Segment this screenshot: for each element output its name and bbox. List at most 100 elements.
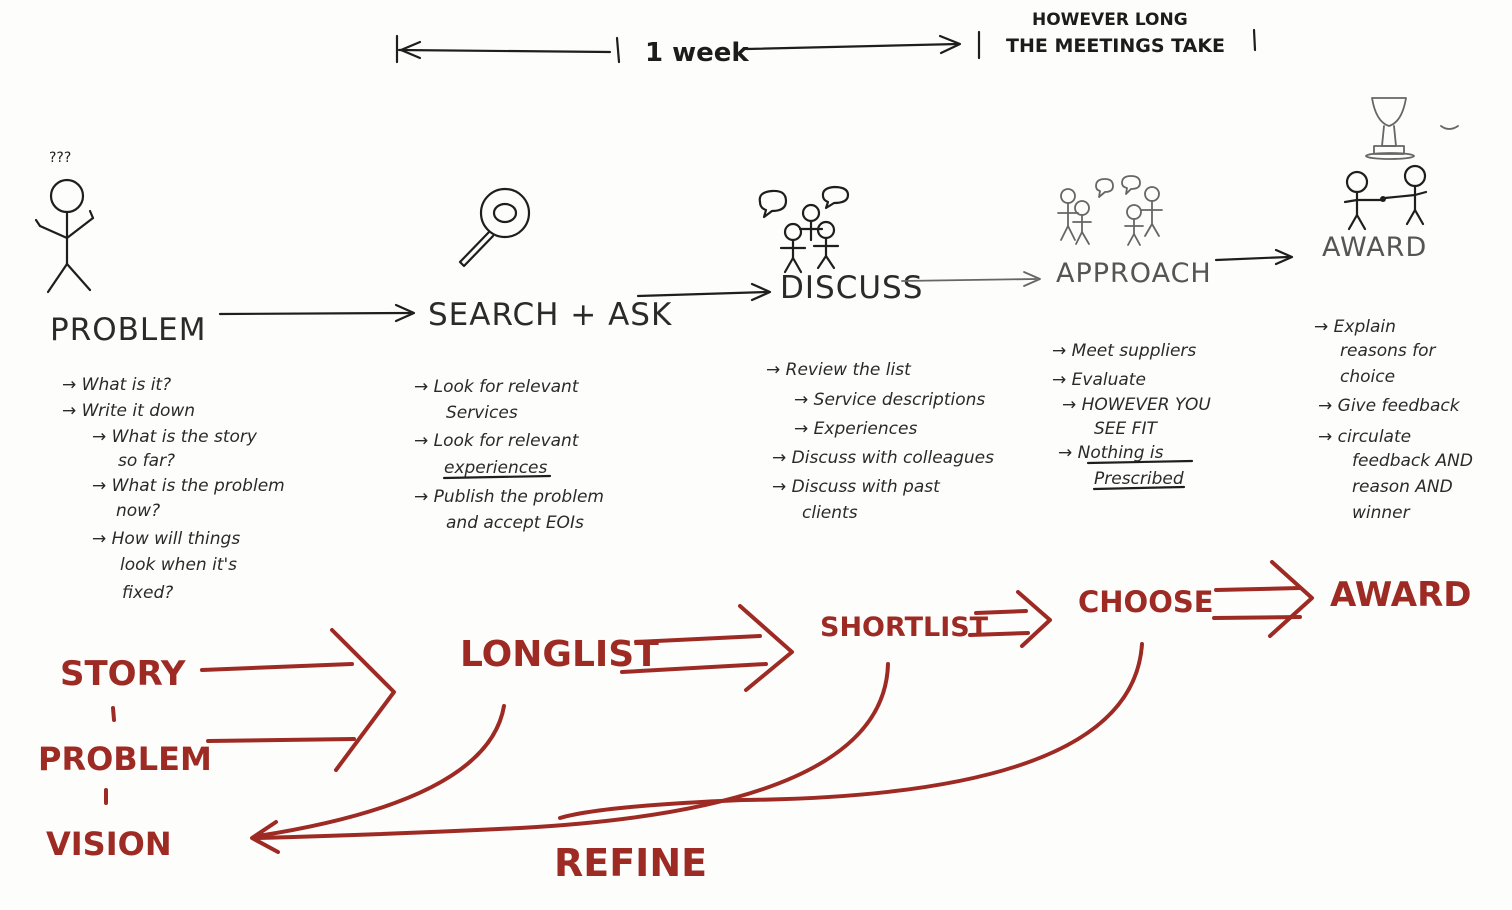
- discuss-note-1: → Review the list: [766, 360, 912, 380]
- discuss-note-3: → Experiences: [794, 419, 917, 439]
- red-flow: STORY PROBLEM VISION LONGLIST SHORTLIST …: [38, 560, 1471, 885]
- approach-note-4: SEE FIT: [1094, 419, 1158, 439]
- trophy-icon: [1365, 97, 1415, 160]
- timeline-left-arrowhead: [399, 40, 422, 60]
- stage-search: SEARCH + ASK → Look for relevant Service…: [414, 187, 672, 533]
- question-marks: ???: [49, 150, 71, 166]
- handshake-figures-icon: [1343, 164, 1428, 231]
- arrow-approach-to-award: [1214, 255, 1290, 262]
- arrow-problem-to-search-head: [394, 303, 416, 323]
- award-note-4: → Give feedback: [1318, 396, 1461, 416]
- timeline-right-arrowhead: [938, 34, 962, 55]
- arrow-approach-to-award-head: [1274, 248, 1294, 266]
- stage-award-title: AWARD: [1322, 232, 1427, 263]
- experiences-underline: [442, 474, 552, 480]
- problem-note-6: now?: [116, 501, 160, 521]
- problem-to-longlist-arrow: [206, 737, 356, 743]
- search-note-2: Services: [446, 403, 518, 423]
- timeline-left-arrow: [397, 48, 612, 54]
- shortlist-to-choose-line-1: [974, 609, 1028, 615]
- stage-discuss: DISCUSS → Review the list → Service desc…: [758, 185, 994, 523]
- meeting-people-icon: [1057, 175, 1163, 246]
- flow-vision-label: VISION: [46, 825, 172, 863]
- flow-problem-label: PROBLEM: [38, 740, 212, 778]
- problem-note-1: → What is it?: [62, 375, 171, 395]
- arrow-search-to-discuss: [636, 290, 768, 298]
- longlist-refine-curve: [256, 704, 506, 838]
- prescribed-underline: [1092, 485, 1186, 491]
- story-to-longlist-arrow: [200, 662, 354, 672]
- award-note-5: → circulate: [1318, 427, 1411, 447]
- award-note-6: feedback AND: [1352, 451, 1473, 471]
- stage-approach: APPROACH → Meet suppliers → Evaluate → H…: [1052, 175, 1212, 491]
- meetings-take-label: THE MEETINGS TAKE: [1006, 35, 1225, 57]
- award-note-3: choice: [1340, 367, 1395, 387]
- discuss-note-5: → Discuss with past: [772, 477, 941, 497]
- search-note-5: → Publish the problem: [414, 487, 604, 507]
- longlist-to-shortlist-line-1: [634, 634, 762, 644]
- search-note-3: → Look for relevant: [414, 431, 580, 451]
- smile-icon: [1440, 125, 1459, 130]
- arrow-discuss-to-approach-head: [1023, 271, 1041, 287]
- problem-note-2: → Write it down: [62, 401, 195, 421]
- magnifying-glass-icon: [458, 187, 531, 268]
- choose-to-award-arrowhead: [1268, 560, 1314, 638]
- flow-shortlist-label: SHORTLIST: [820, 612, 989, 643]
- longlist-to-shortlist-arrowhead: [738, 604, 794, 692]
- timeline-week-label: 1 week: [645, 38, 749, 68]
- shortlist-to-choose-line-2: [968, 631, 1030, 637]
- refine-arrowhead: [250, 820, 280, 854]
- flow-refine-label: REFINE: [554, 841, 707, 885]
- timeline-week-tick: [615, 36, 621, 64]
- stage-search-title: SEARCH + ASK: [428, 297, 672, 333]
- longlist-input-arrowhead: [330, 628, 396, 772]
- search-note-4: experiences: [444, 458, 548, 478]
- however-long-label: HOWEVER LONG: [1032, 10, 1188, 30]
- nothing-is-underline: [1086, 459, 1194, 465]
- flow-longlist-label: LONGLIST: [460, 634, 659, 675]
- approach-note-6: Prescribed: [1094, 469, 1184, 489]
- arrow-search-to-discuss-head: [750, 282, 772, 302]
- approach-note-2: → Evaluate: [1052, 370, 1146, 390]
- flow-award-label: AWARD: [1330, 575, 1471, 615]
- choose-to-award-line-2: [1212, 615, 1302, 620]
- longlist-to-shortlist-line-2: [620, 662, 768, 674]
- shortlist-to-choose-arrowhead: [1016, 590, 1052, 648]
- arrow-discuss-to-approach: [901, 278, 1037, 282]
- flow-choose-label: CHOOSE: [1078, 585, 1214, 619]
- award-note-8: winner: [1352, 503, 1411, 523]
- award-note-2: reasons for: [1340, 341, 1437, 361]
- problem-note-3: → What is the story: [92, 427, 258, 447]
- stick-figure-confused-icon: [34, 178, 95, 294]
- problem-note-5: → What is the problem: [92, 476, 285, 496]
- flow-story-label: STORY: [60, 654, 186, 694]
- search-note-6: and accept EOIs: [446, 513, 584, 533]
- discuss-note-6: clients: [802, 503, 858, 523]
- timeline-final-tick: [1252, 28, 1257, 52]
- problem-note-8: look when it's: [120, 555, 237, 575]
- problem-note-4: so far?: [118, 451, 175, 471]
- award-note-1: → Explain: [1314, 317, 1396, 337]
- award-note-7: reason AND: [1352, 477, 1453, 497]
- approach-note-1: → Meet suppliers: [1052, 341, 1196, 361]
- search-note-1: → Look for relevant: [414, 377, 580, 397]
- discussing-people-icon: [758, 185, 850, 274]
- arrow-problem-to-search: [218, 311, 412, 316]
- approach-note-3: → HOWEVER YOU: [1062, 395, 1211, 415]
- problem-note-9: fixed?: [122, 583, 173, 603]
- choose-to-award-line-1: [1214, 586, 1302, 592]
- shortlist-refine-curve: [256, 662, 890, 840]
- stage-problem-title: PROBLEM: [50, 312, 207, 348]
- stage-award: AWARD → Explain reasons for choice → Giv…: [1314, 97, 1473, 523]
- timeline: 1 week HOWEVER LONG THE MEETINGS TAKE: [395, 10, 1257, 68]
- discuss-note-2: → Service descriptions: [794, 390, 985, 410]
- stage-approach-title: APPROACH: [1056, 258, 1212, 289]
- stage-discuss-title: DISCUSS: [780, 270, 923, 306]
- story-problem-connector: [111, 706, 116, 722]
- stage-problem: ??? PROBLEM → What is it? → Write it dow…: [34, 150, 285, 603]
- approach-note-5: → Nothing is: [1058, 443, 1164, 463]
- discuss-note-4: → Discuss with colleagues: [772, 448, 994, 468]
- timeline-right-arrow: [744, 42, 960, 51]
